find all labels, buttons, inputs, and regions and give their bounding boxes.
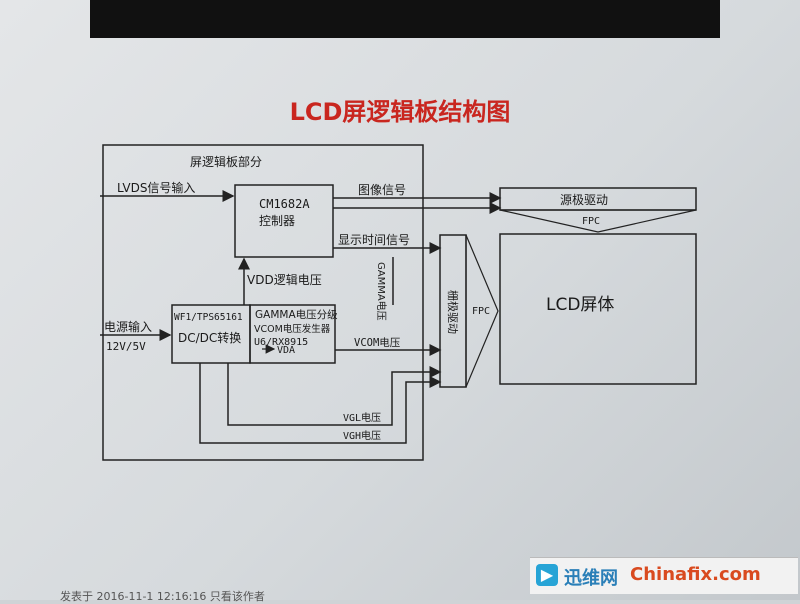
gamma-generator-line3: U6/RX8915 — [254, 337, 308, 348]
vgh-line — [227, 363, 442, 426]
power-in-label: 电源输入 — [104, 319, 152, 334]
lvds-label: LVDS信号输入 — [117, 180, 195, 195]
gamma-generator-line1: GAMMA电压分级 — [255, 308, 338, 321]
gamma-voltage-label: GAMMA电压 — [375, 262, 388, 321]
watermark: ▶ 迅维网 Chinafix.com — [530, 557, 798, 594]
gate-driver-label: 栅极驱动 — [446, 290, 460, 334]
power-spec-label: 12V/5V — [106, 340, 146, 353]
lcd-panel-box — [499, 233, 697, 385]
fpc-top-label: FPC — [582, 216, 600, 227]
vdd-label: VDD逻辑电压 — [247, 273, 322, 287]
gamma-generator-box — [249, 304, 336, 364]
watermark-en: Chinafix.com — [630, 564, 761, 585]
diagram-title: LCD屏逻辑板结构图 — [289, 98, 511, 126]
vda-label: VDA — [277, 345, 295, 356]
top-black-bar — [90, 0, 720, 38]
lcd-panel-label: LCD屏体 — [546, 295, 614, 315]
gamma-generator-line2: VCOM电压发生器 — [254, 323, 331, 335]
image-signal-label: 图像信号 — [358, 183, 406, 197]
fpc-side-trapezoid — [465, 234, 499, 388]
logic-board-box — [102, 144, 424, 461]
source-driver-label: 源极驱动 — [560, 193, 608, 207]
vcom-label: VCOM电压 — [354, 336, 401, 349]
power-ic-model: WF1/TPS65161 — [174, 312, 243, 323]
fpc-side-label: FPC — [472, 306, 490, 317]
vgh-label: VGH电压 — [343, 429, 381, 442]
controller-model: CM1682A — [259, 197, 310, 211]
chinafix-logo-icon: ▶ — [536, 564, 558, 586]
fpc-top-trapezoid — [499, 209, 697, 233]
controller-box — [234, 184, 334, 258]
timing-signal-label: 显示时间信号 — [338, 233, 410, 247]
watermark-cn: 迅维网 — [564, 568, 618, 589]
vgl-label: VGL电压 — [343, 411, 381, 424]
controller-label: 控制器 — [259, 214, 295, 228]
vgl-line — [199, 363, 442, 444]
post-footer: 发表于 2016-11-1 12:16:16 只看该作者 — [60, 590, 265, 603]
logic-board-label: 屏逻辑板部分 — [190, 154, 262, 169]
power-ic-label: DC/DC转换 — [178, 330, 241, 345]
